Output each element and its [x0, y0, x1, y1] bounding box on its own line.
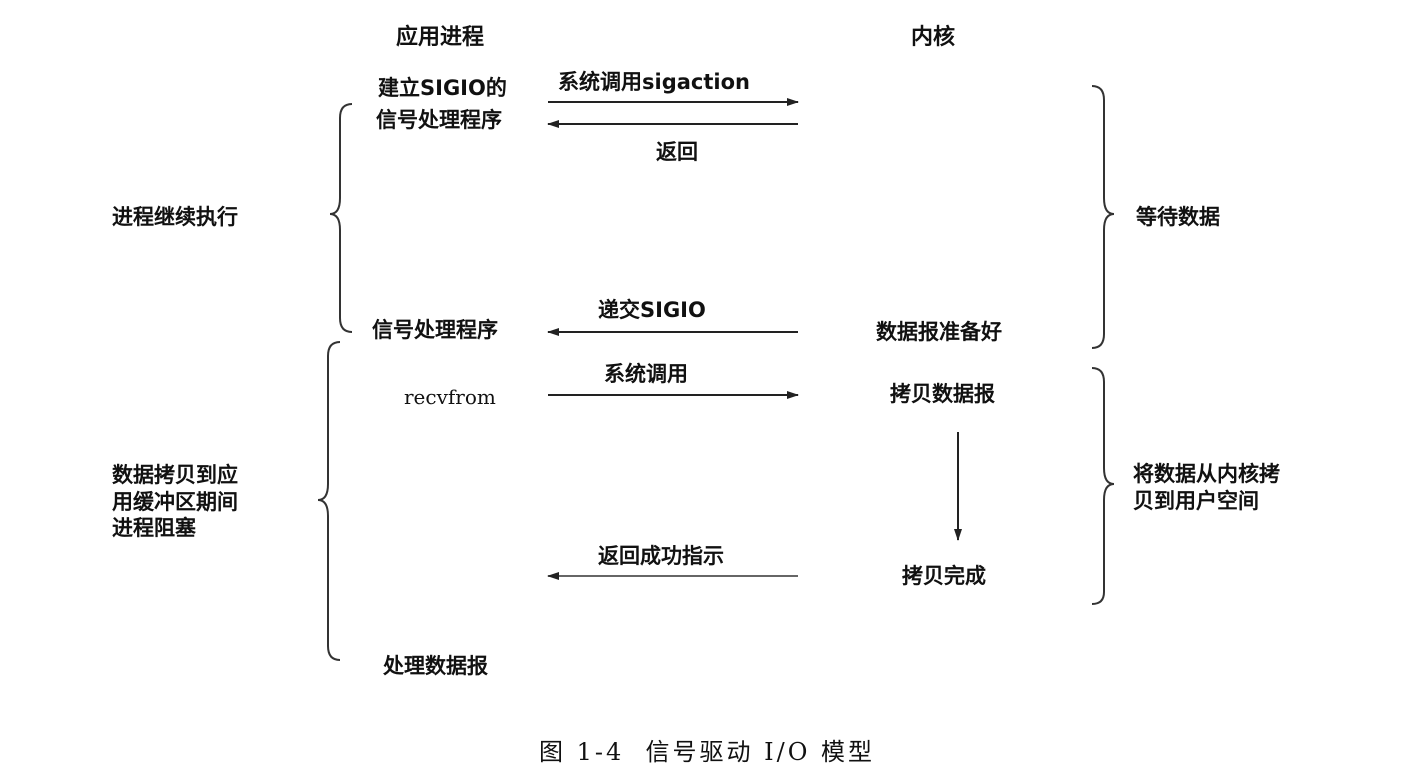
- figure-caption: 图 1-4 信号驱动 I/O 模型: [538, 738, 876, 766]
- copy-datagram-label: 拷贝数据报: [890, 382, 995, 406]
- return-label: 返回: [656, 140, 698, 164]
- left-brace-continue: [329, 103, 353, 333]
- sigaction-label: 系统调用sigaction: [558, 70, 750, 94]
- recvfrom-label: recvfrom: [404, 385, 496, 409]
- setup-handler-line2: 信号处理程序: [376, 108, 502, 132]
- app-process-header: 应用进程: [396, 25, 485, 50]
- kernel-header: 内核: [911, 25, 956, 50]
- syscall-label: 系统调用: [604, 362, 688, 386]
- copy-done-label: 拷贝完成: [902, 564, 986, 588]
- right-brace-copy: [1091, 367, 1115, 605]
- copy-to-user-label: 将数据从内核拷 贝到用户空间: [1133, 462, 1280, 513]
- datagram-ready-label: 数据报准备好: [876, 320, 1002, 344]
- signal-handler-label: 信号处理程序: [372, 318, 498, 342]
- process-blocked-label: 数据拷贝到应 用缓冲区期间 进程阻塞: [112, 463, 238, 541]
- deliver-sigio-label: 递交SIGIO: [598, 298, 706, 322]
- process-continue-label: 进程继续执行: [112, 205, 238, 229]
- process-datagram-label: 处理数据报: [383, 654, 488, 678]
- wait-data-label: 等待数据: [1136, 205, 1220, 229]
- right-brace-wait: [1091, 85, 1115, 349]
- setup-handler-line1: 建立SIGIO的: [378, 76, 507, 100]
- left-brace-blocked: [317, 341, 341, 661]
- success-label: 返回成功指示: [598, 544, 724, 568]
